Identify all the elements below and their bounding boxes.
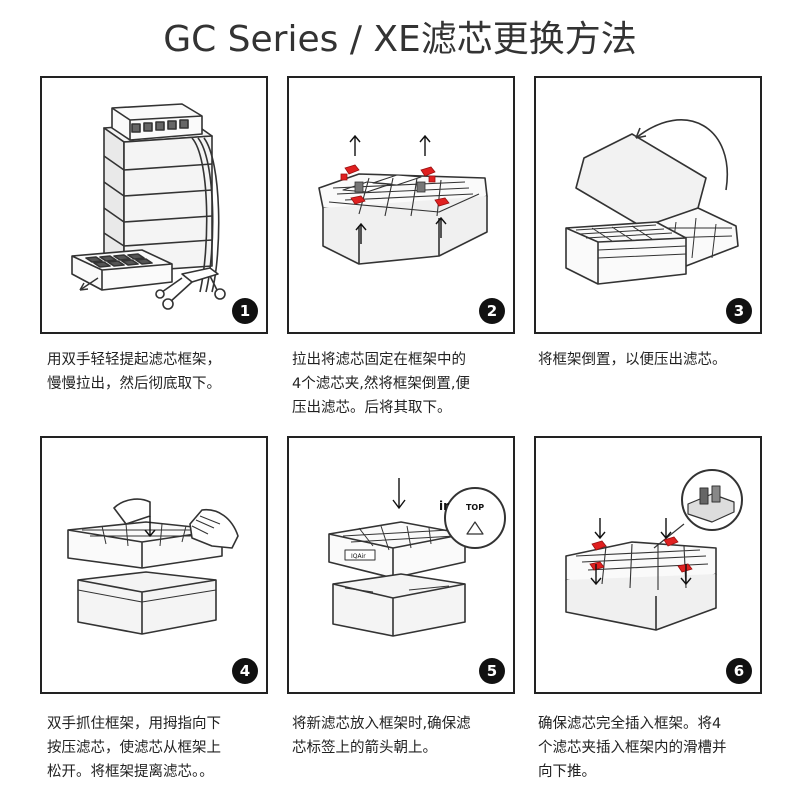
- insert-clips-drawing: [565, 469, 743, 631]
- step-6-illustration: 6: [534, 436, 762, 694]
- top-label-text: TOP: [466, 503, 484, 512]
- page-title: GC Series / XE滤芯更换方法: [163, 19, 637, 60]
- step-number-badge: 4: [232, 658, 258, 684]
- step-6-caption: 确保滤芯完全插入框架。将4 个滤芯夹插入框架内的滑槽并 向下推。: [538, 716, 727, 780]
- step-2-caption: 拉出将滤芯固定在框架中的 4个滤芯夹,然将框架倒置,便 压出滤芯。后将其取下。: [292, 352, 470, 416]
- step-4-caption: 双手抓住框架，用拇指向下 按压滤芯，使滤芯从框架上 松开。将框架提离滤芯。。: [47, 716, 221, 780]
- step-4-illustration: 4: [40, 436, 268, 694]
- brand-fragment-text: ir: [439, 499, 449, 513]
- step-5-caption: 将新滤芯放入框架时,确保滤 芯标签上的箭头朝上。: [292, 716, 471, 756]
- step-3-caption: 将框架倒置，以便压出滤芯。: [538, 352, 727, 368]
- filter-brand-text: IQAir: [351, 553, 366, 560]
- insert-new-filter-drawing: TOP ir IQAir: [328, 478, 506, 637]
- step-2-illustration: 2: [287, 76, 515, 334]
- step-number-badge: 5: [479, 658, 505, 684]
- air-purifier-tower-drawing: [71, 103, 226, 310]
- step-3-illustration: 3: [534, 76, 762, 334]
- frame-flipped-drawing: [565, 119, 739, 285]
- step-number-badge: 1: [232, 298, 258, 324]
- step-1-caption: 用双手轻轻提起滤芯框架， 慢慢拉出，然后彻底取下。: [47, 352, 221, 392]
- frame-with-clips-drawing: [318, 134, 488, 265]
- step-number-badge: 6: [726, 658, 752, 684]
- step-number-badge: 2: [479, 298, 505, 324]
- hands-press-filter-drawing: [67, 498, 239, 635]
- step-1-illustration: 1: [40, 76, 268, 334]
- step-5-illustration: TOP ir IQAir 5: [287, 436, 515, 694]
- step-number-badge: 3: [726, 298, 752, 324]
